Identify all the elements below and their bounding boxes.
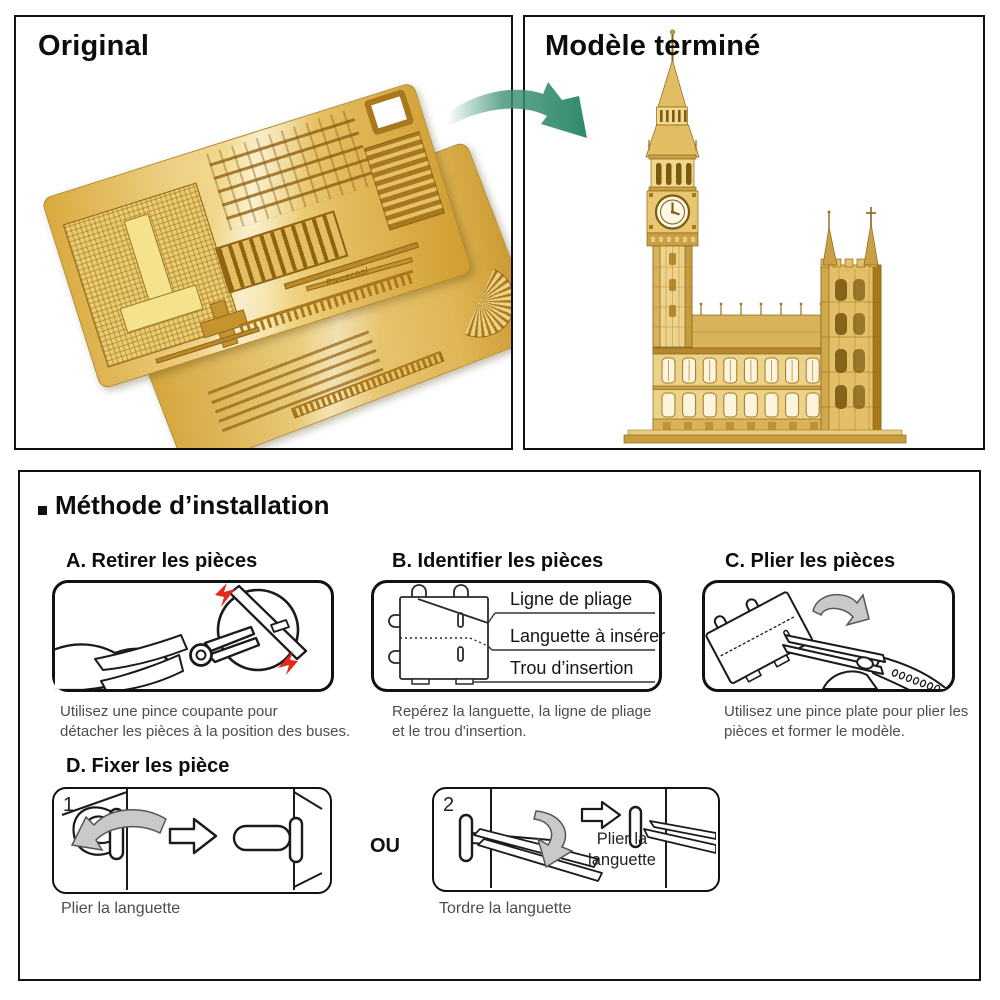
step-a-caption: Utilisez une pince coupante pour détache… [60, 703, 351, 741]
label-tab-insert: Languette à insérer [510, 626, 666, 646]
twist-direction-arrow-icon [533, 810, 574, 869]
step-b-title: B. Identifier les pièces [392, 550, 604, 572]
option2-inner-label: Plier la languette [588, 830, 656, 869]
step-a-title: A. Retirer les pièces [66, 550, 258, 572]
finished-panel: Modèle terminé [523, 15, 985, 450]
option2-caption: Tordre la languette [439, 900, 572, 917]
label-fold-line: Ligne de pliage [510, 589, 633, 609]
step-b-illustration-box: Ligne de pliage Languette à insérer Trou… [371, 580, 666, 692]
step-d-option2-box: 2 Plier la languette [432, 787, 720, 892]
or-label: OU [370, 835, 400, 857]
cut-flash-icon [215, 583, 298, 675]
step-c-illustration-box [702, 580, 955, 692]
heading-bullet-icon [38, 506, 47, 515]
step-c-title: C. Plier les pièces [725, 550, 896, 572]
part-diagram-illustration [388, 584, 655, 685]
step-b-caption: Repérez la languette, la ligne de pliage… [392, 703, 652, 741]
bend-arrow-icon [812, 593, 870, 627]
label-insert-hole: Trou d’insertion [510, 658, 634, 678]
result-arrow-icon [168, 817, 218, 855]
transform-arrow-icon [447, 82, 587, 138]
option1-number: 1 [63, 794, 75, 816]
original-panel-title: Original [38, 30, 150, 62]
option2-number: 2 [443, 794, 455, 816]
installation-heading: Méthode d’installation [55, 490, 330, 520]
big-ben-model [623, 29, 907, 444]
ring-part [363, 88, 415, 136]
installation-panel: Méthode d’installation A. Retirer les pi… [18, 470, 981, 981]
fold-direction-arrow-icon [70, 809, 167, 852]
flat-pliers-illustration [705, 591, 949, 689]
step-a-illustration-box [52, 580, 334, 692]
option1-caption: Plier la languette [61, 900, 181, 917]
step-c-caption: Utilisez une pince plate pour plier les … [724, 703, 969, 741]
original-panel: Piececool Original [14, 15, 513, 450]
fold-tab-illustration [61, 789, 323, 890]
result-arrow-icon [580, 800, 622, 830]
twist-tab-illustration [458, 789, 716, 888]
step-d-title: D. Fixer les pièce [66, 755, 230, 777]
step-d-option1-box: 1 [52, 787, 332, 894]
cutting-pliers-illustration [55, 583, 308, 689]
finished-panel-title: Modèle terminé [545, 30, 761, 62]
